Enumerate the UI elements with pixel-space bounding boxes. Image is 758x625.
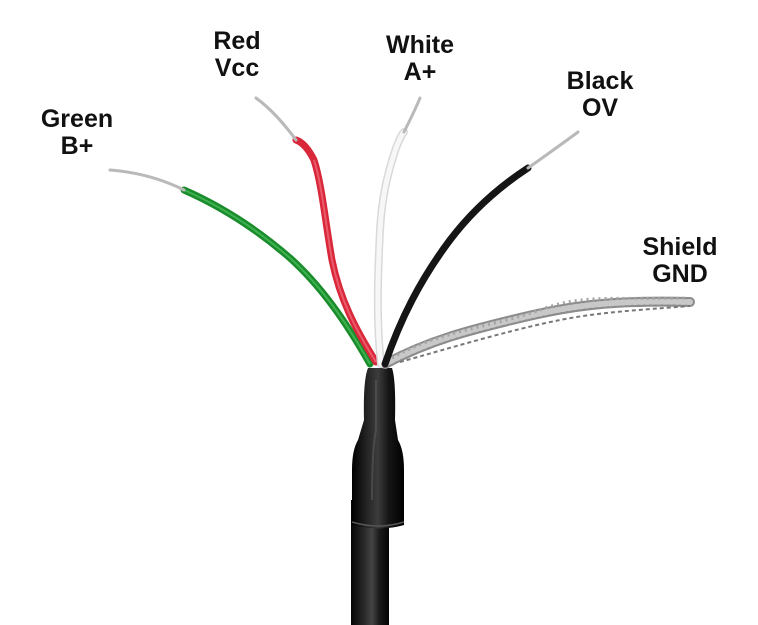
black-wire <box>381 130 580 368</box>
label-white: White A+ <box>365 32 475 86</box>
label-shield-color: Shield <box>642 233 718 261</box>
label-red-signal: Vcc <box>214 54 260 82</box>
label-red-color: Red <box>213 27 261 55</box>
label-green-color: Green <box>40 105 114 133</box>
label-white-color: White <box>385 31 455 59</box>
white-wire <box>373 96 422 368</box>
label-green-signal: B+ <box>60 132 94 160</box>
label-shield-signal: GND <box>652 260 708 288</box>
heat-shrink-sleeve <box>351 368 405 529</box>
label-black-color: Black <box>566 67 634 95</box>
label-white-signal: A+ <box>403 58 437 86</box>
label-black-signal: OV <box>581 94 619 122</box>
label-black: Black OV <box>545 68 655 122</box>
label-green: Green B+ <box>22 106 132 160</box>
label-red: Red Vcc <box>187 28 287 82</box>
red-wire <box>254 96 380 366</box>
label-shield: Shield GND <box>620 234 740 288</box>
shield-wire <box>380 296 695 369</box>
green-wire <box>108 168 374 368</box>
